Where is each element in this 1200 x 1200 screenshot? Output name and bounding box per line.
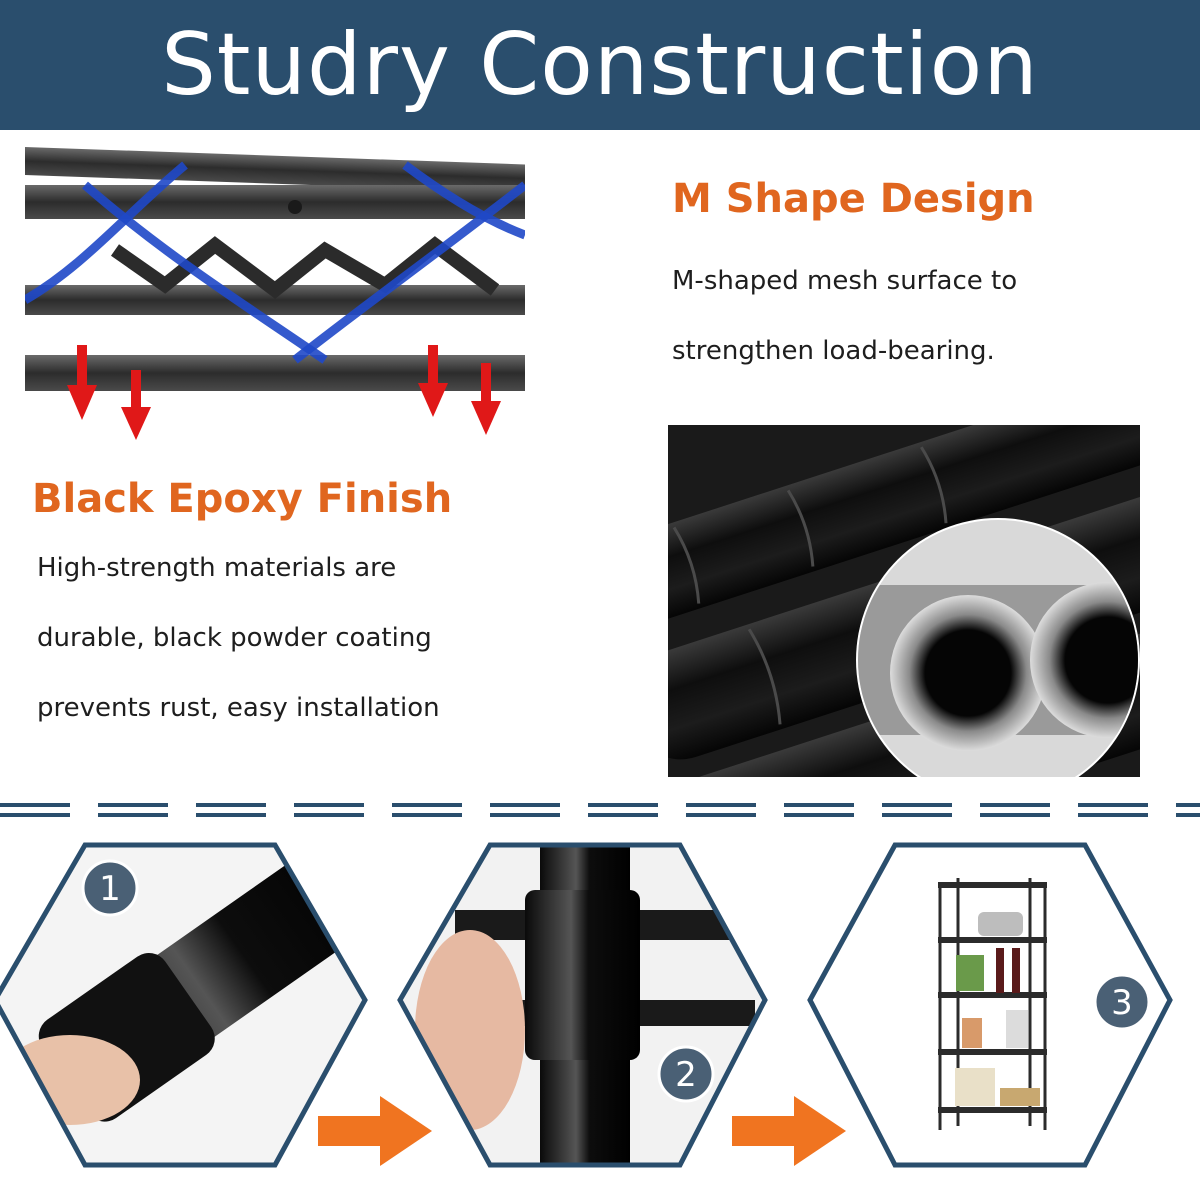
next-arrow-icon bbox=[732, 1096, 846, 1166]
mesh-wire-photo bbox=[25, 145, 525, 440]
step-2-badge: 2 bbox=[657, 1045, 715, 1103]
epoxy-pipe-photo bbox=[668, 425, 1140, 777]
m-shape-text-line-1: M-shaped mesh surface to bbox=[672, 266, 1018, 296]
step-1-badge: 1 bbox=[81, 859, 139, 917]
step-1-number: 1 bbox=[99, 869, 121, 909]
step-3-badge: 3 bbox=[1093, 973, 1151, 1031]
step-3-image bbox=[807, 842, 1173, 1168]
step-2-number: 2 bbox=[675, 1055, 697, 1095]
epoxy-text-line-2: durable, black powder coating bbox=[37, 623, 432, 653]
epoxy-heading: Black Epoxy Finish bbox=[32, 476, 453, 522]
m-shape-text-line-2: strengthen load-bearing. bbox=[672, 336, 995, 366]
epoxy-text-line-1: High-strength materials are bbox=[37, 553, 397, 583]
assembly-steps: 1 2 bbox=[0, 842, 1173, 1168]
m-shape-heading: M Shape Design bbox=[672, 176, 1035, 222]
down-arrow-icon bbox=[67, 345, 501, 440]
step-2-image bbox=[397, 842, 768, 1168]
banner-title: Studry Construction bbox=[161, 15, 1039, 115]
title-banner: Studry Construction bbox=[0, 0, 1200, 130]
next-arrow-icon bbox=[318, 1096, 432, 1166]
step-3-number: 3 bbox=[1111, 983, 1133, 1023]
step-1-image bbox=[0, 842, 368, 1168]
epoxy-text-line-3: prevents rust, easy installation bbox=[37, 693, 440, 723]
dashed-divider bbox=[0, 803, 1200, 817]
